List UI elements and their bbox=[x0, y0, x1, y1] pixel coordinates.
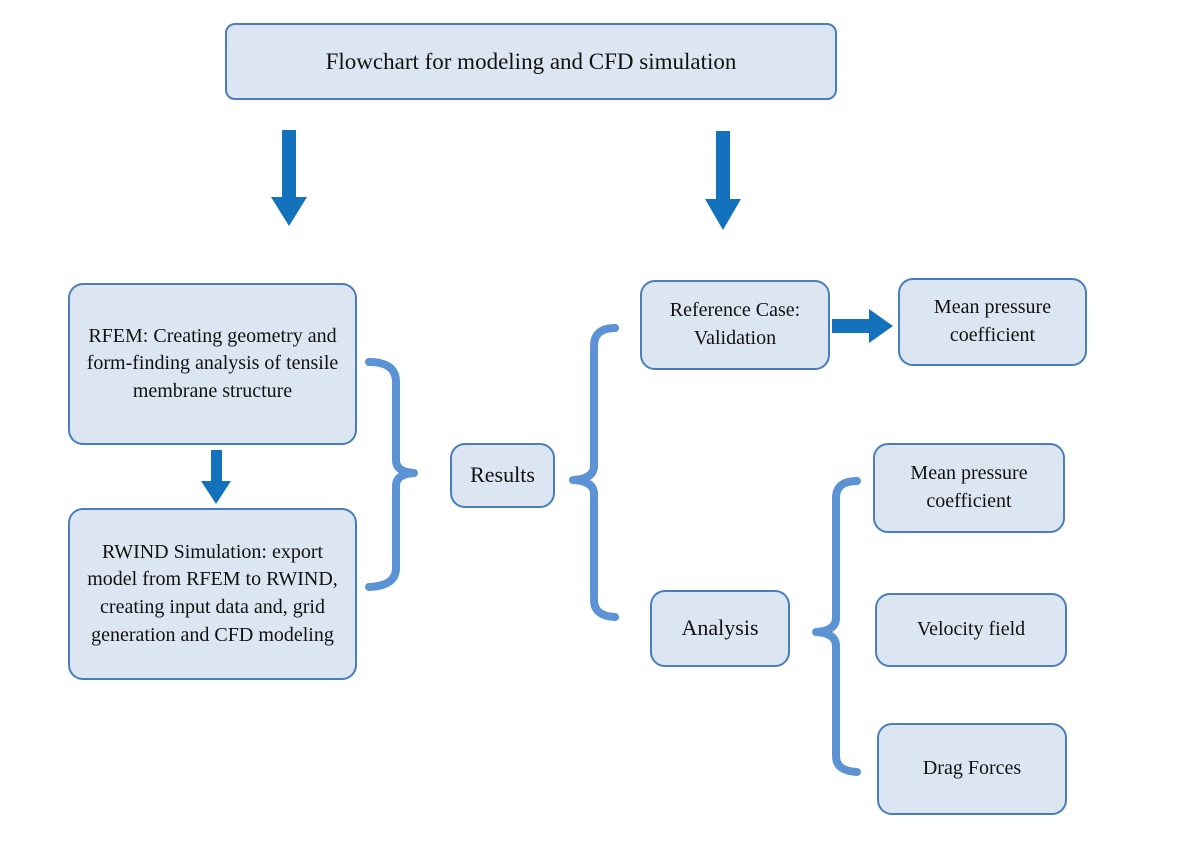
node-rwind: RWIND Simulation: export model from RFEM… bbox=[68, 508, 357, 680]
velocity-field-label: Velocity field bbox=[916, 618, 1026, 641]
analysis-label: Analysis bbox=[681, 615, 759, 641]
right-arrow-icon bbox=[832, 309, 893, 343]
title-box: Flowchart for modeling and CFD simulatio… bbox=[225, 23, 837, 100]
node-mean-pressure-top: Mean pressure coefficient bbox=[898, 278, 1087, 366]
node-mean-pressure: Mean pressure coefficient bbox=[873, 443, 1065, 533]
reference-case-label: Reference Case: Validation bbox=[669, 299, 801, 349]
title-label: Flowchart for modeling and CFD simulatio… bbox=[325, 48, 737, 74]
rfem-label: RFEM: Creating geometry and form-finding… bbox=[86, 324, 339, 402]
rwind-label: RWIND Simulation: export model from RFEM… bbox=[87, 540, 338, 646]
node-velocity-field: Velocity field bbox=[875, 593, 1067, 667]
brace-results-icon bbox=[365, 358, 418, 591]
down-arrow-right-icon bbox=[705, 131, 741, 230]
mean-pressure-label: Mean pressure coefficient bbox=[910, 462, 1028, 512]
brace-analysis-icon bbox=[812, 477, 861, 776]
node-analysis: Analysis bbox=[650, 590, 790, 667]
results-label: Results bbox=[470, 462, 535, 488]
brace-branches-icon bbox=[569, 324, 619, 621]
node-drag-forces: Drag Forces bbox=[877, 723, 1067, 815]
drag-forces-label: Drag Forces bbox=[922, 757, 1022, 780]
mean-pressure-top-label: Mean pressure coefficient bbox=[933, 296, 1052, 346]
node-reference-case: Reference Case: Validation bbox=[640, 280, 830, 370]
small-down-arrow-icon bbox=[201, 450, 231, 504]
down-arrow-left-icon bbox=[271, 130, 307, 226]
node-results: Results bbox=[450, 443, 555, 508]
node-rfem: RFEM: Creating geometry and form-finding… bbox=[68, 283, 357, 445]
